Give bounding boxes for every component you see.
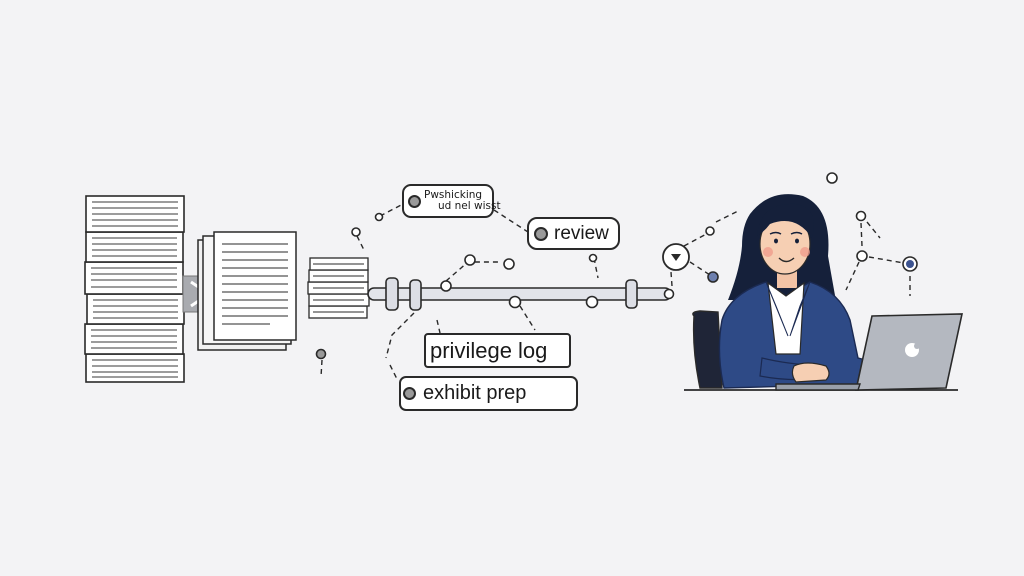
scribble-line-1: Pwshicking xyxy=(424,189,483,201)
scribble-label-text: Pwshicking ud nel wisst xyxy=(424,190,501,212)
laptop xyxy=(775,313,963,391)
review-label: review xyxy=(527,217,620,250)
laptop-apple-icon xyxy=(905,343,920,357)
pipeline xyxy=(367,277,675,311)
node-marker-icon xyxy=(408,194,421,208)
network-nodes xyxy=(315,172,918,360)
person-at-laptop xyxy=(684,194,958,391)
exhibit-prep-label: exhibit prep xyxy=(399,376,578,411)
privilege-log-label-text: privilege log xyxy=(430,337,548,363)
scribble-line-2: ud nel wisst xyxy=(438,200,501,212)
review-label-text: review xyxy=(554,222,609,244)
node-marker-icon xyxy=(534,226,548,241)
small-document-stack xyxy=(307,257,370,319)
large-document-stack xyxy=(84,195,185,383)
node-marker-icon xyxy=(403,387,416,400)
medium-document-stack xyxy=(197,231,297,351)
privilege-log-label: privilege log xyxy=(424,333,571,368)
scribble-label: Pwshicking ud nel wisst xyxy=(402,184,501,218)
exhibit-prep-label-text: exhibit prep xyxy=(423,382,527,404)
dropdown-node-icon xyxy=(662,243,690,271)
